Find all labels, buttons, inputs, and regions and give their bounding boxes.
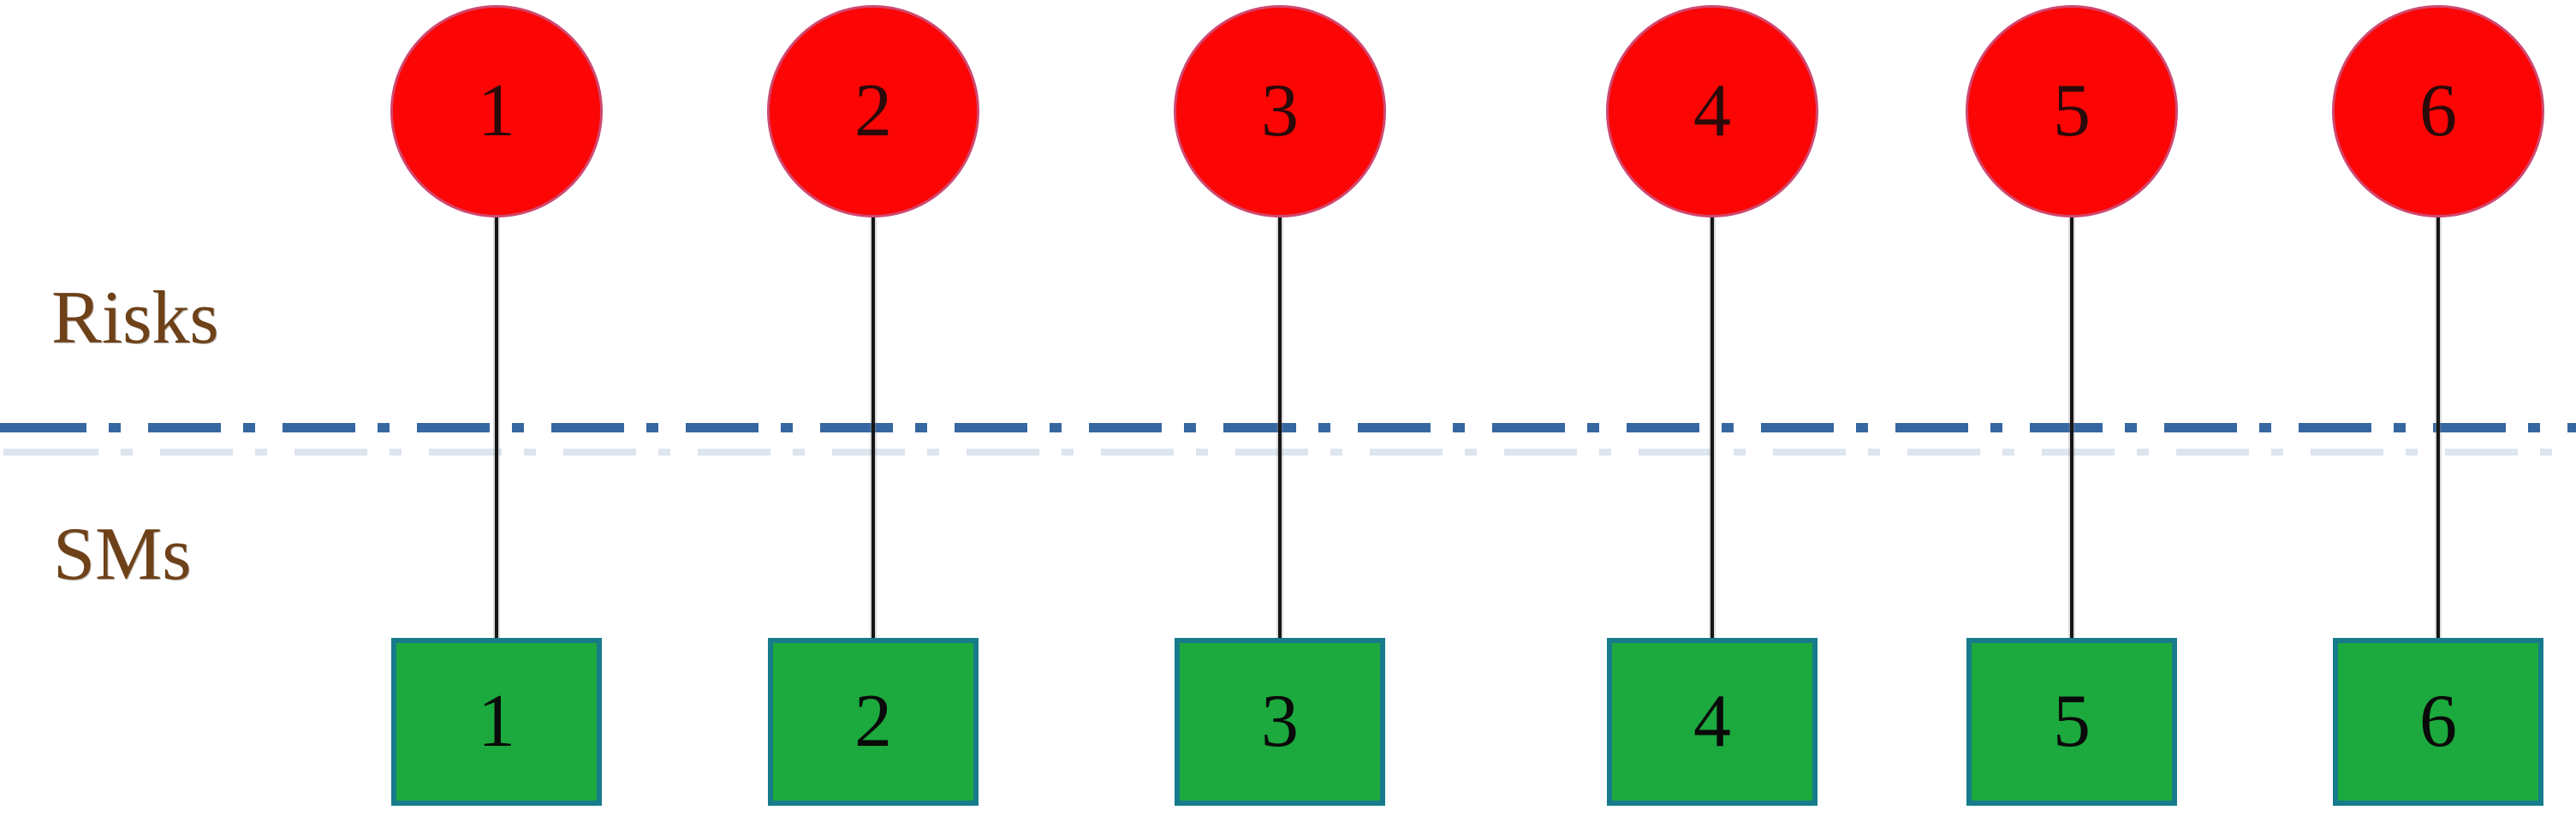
sm-node-4: 4 xyxy=(1607,638,1817,806)
sm-node-3: 3 xyxy=(1175,638,1385,806)
sm-node-1: 1 xyxy=(391,638,602,806)
risk-node-4: 4 xyxy=(1606,5,1818,217)
edge-line-2 xyxy=(872,216,875,640)
risk-node-label: 4 xyxy=(1693,69,1731,152)
risk-node-1: 1 xyxy=(390,5,603,217)
risk-node-label: 6 xyxy=(2419,69,2457,152)
sm-node-label: 4 xyxy=(1693,680,1731,763)
risk-node-3: 3 xyxy=(1174,5,1386,217)
sm-node-label: 5 xyxy=(2053,680,2091,763)
risk-node-label: 3 xyxy=(1261,69,1299,152)
sm-node-2: 2 xyxy=(768,638,979,806)
edge-line-6 xyxy=(2436,216,2440,640)
risk-node-label: 2 xyxy=(854,69,892,152)
risk-node-label: 5 xyxy=(2053,69,2091,152)
risk-node-2: 2 xyxy=(767,5,979,217)
sm-node-label: 2 xyxy=(854,680,892,763)
risk-node-6: 6 xyxy=(2332,5,2544,217)
risk-node-5: 5 xyxy=(1966,5,2178,217)
sm-node-label: 3 xyxy=(1261,680,1299,763)
edge-line-4 xyxy=(1710,216,1714,640)
edge-line-3 xyxy=(1278,216,1282,640)
divider-dash-dot-line xyxy=(0,423,2576,432)
risks-section-label: Risks xyxy=(51,277,219,360)
sm-node-label: 6 xyxy=(2419,680,2457,763)
sms-section-label: SMs xyxy=(53,513,192,596)
edge-line-1 xyxy=(495,216,498,640)
edge-line-5 xyxy=(2070,216,2073,640)
sm-node-label: 1 xyxy=(478,680,515,763)
sm-node-6: 6 xyxy=(2333,638,2543,806)
sm-node-5: 5 xyxy=(1966,638,2177,806)
divider-shadow-line xyxy=(0,449,2576,456)
risk-node-label: 1 xyxy=(478,69,515,152)
